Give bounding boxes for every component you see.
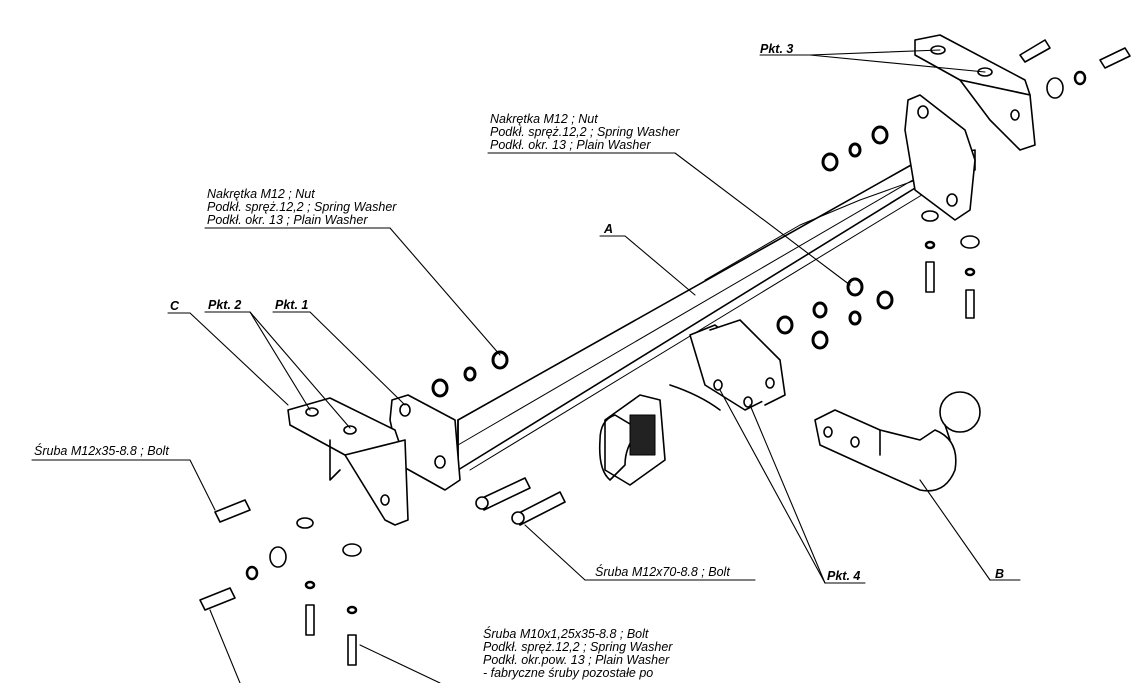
label-part-b: B: [995, 567, 1005, 581]
right-end-plate: [904, 94, 976, 221]
label-bolt-m10-line3: Podkł. okr.pow. 13 ; Plain Washer: [483, 653, 670, 667]
tow-ball-b: [814, 391, 981, 492]
label-nut-left-line3: Podkł. okr. 13 ; Plain Washer: [207, 213, 368, 227]
label-bolt-m10-line1: Śruba M10x1,25x35-8.8 ; Bolt: [483, 627, 649, 641]
label-nut-left: Nakrętka M12 ; Nut Podkł. spręż.12,2 ; S…: [207, 188, 396, 227]
bolts-top-right: [1019, 39, 1131, 99]
label-part-c: C: [170, 299, 180, 313]
label-nut-upper-line1: Nakrętka M12 ; Nut: [490, 112, 598, 126]
label-nut-left-line2: Podkł. spręż.12,2 ; Spring Washer: [207, 200, 397, 214]
fasteners-upper: [776, 125, 980, 350]
label-nut-left-line1: Nakrętka M12 ; Nut: [207, 187, 315, 201]
label-bolt-m10: Śruba M10x1,25x35-8.8 ; Bolt Podkł. sprę…: [483, 628, 672, 680]
label-nut-upper-line2: Podkł. spręż.12,2 ; Spring Washer: [490, 125, 680, 139]
bracket-pkt3: [914, 34, 1036, 151]
label-nut-upper: Nakrętka M12 ; Nut Podkł. spręż.12,2 ; S…: [490, 113, 679, 152]
socket-plate: [598, 394, 666, 486]
label-bolt-m12x70-text: Śruba M12x70-8.8 ; Bolt: [595, 565, 730, 579]
fasteners-left: [431, 350, 509, 398]
center-brackets: [669, 319, 786, 411]
bolts-m12x70: [475, 477, 566, 526]
label-part-a: A: [604, 222, 614, 236]
leader-lines: [31, 49, 1021, 683]
label-bolt-m10-line2: Podkł. spręż.12,2 ; Spring Washer: [483, 640, 673, 654]
bracket-c: [287, 397, 409, 526]
label-pkt3: Pkt. 3: [760, 42, 794, 56]
label-pkt4: Pkt. 4: [827, 569, 861, 583]
label-bolt-m12x35-text: Śruba M12x35-8.8 ; Bolt: [34, 444, 169, 458]
label-pkt2: Pkt. 2: [208, 298, 242, 312]
label-nut-upper-line3: Podkł. okr. 13 ; Plain Washer: [490, 138, 651, 152]
label-bolt-m10-line4: - fabryczne śruby pozostałe po: [483, 666, 654, 680]
label-bolt-m12x35: Śruba M12x35-8.8 ; Bolt: [34, 445, 169, 458]
label-bolt-m12x70: Śruba M12x70-8.8 ; Bolt: [595, 566, 730, 579]
fasteners-lower-left: [199, 499, 362, 666]
label-pkt1: Pkt. 1: [275, 298, 309, 312]
crossbar-a: [457, 149, 976, 471]
